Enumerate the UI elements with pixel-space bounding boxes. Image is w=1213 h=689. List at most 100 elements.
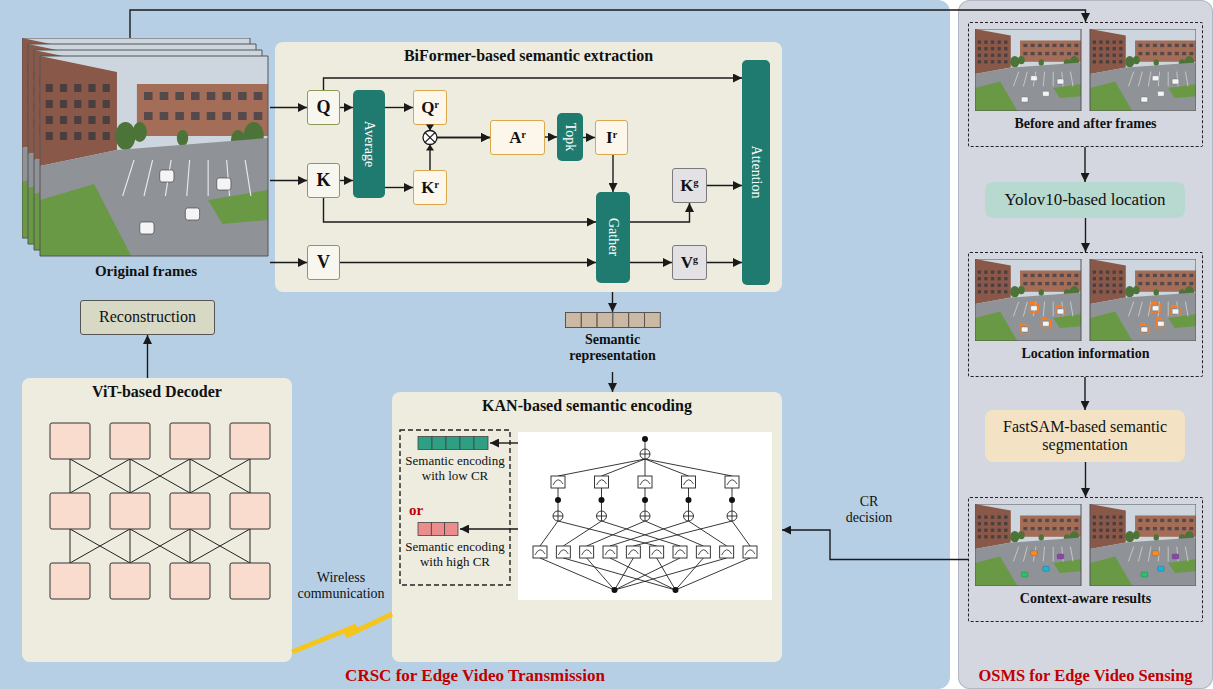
window — [1031, 274, 1035, 277]
window — [1099, 515, 1102, 518]
window — [1106, 290, 1109, 293]
network-link — [675, 558, 750, 590]
network-link — [657, 558, 676, 590]
window — [984, 54, 987, 57]
window — [207, 92, 216, 100]
window — [1106, 60, 1109, 63]
car — [217, 178, 231, 190]
parking-line — [1023, 547, 1027, 562]
car — [1043, 321, 1050, 326]
window — [1045, 52, 1049, 55]
node-text: V — [317, 252, 330, 273]
layer-link — [70, 459, 71, 493]
parking-line — [1185, 547, 1188, 562]
node-text: Kᵍ — [680, 176, 698, 196]
window — [1093, 40, 1096, 43]
window — [1045, 274, 1049, 277]
window — [984, 60, 987, 63]
node-text: K — [316, 170, 330, 191]
window — [978, 290, 981, 293]
window — [1045, 44, 1049, 47]
sum-bar — [645, 449, 646, 459]
window — [1053, 274, 1057, 277]
detection-box — [1041, 320, 1050, 328]
layer-link — [70, 529, 71, 563]
window — [1067, 52, 1071, 55]
frame-border — [975, 504, 1081, 586]
code-cell — [446, 437, 460, 450]
parking-line — [1053, 547, 1054, 562]
parking-line — [1148, 547, 1151, 562]
window — [1138, 44, 1142, 47]
flow-arrow — [270, 107, 307, 108]
layer-link — [190, 459, 250, 493]
car — [1141, 97, 1148, 102]
token-block — [230, 563, 270, 599]
activation-curve — [558, 550, 568, 555]
activation-box — [626, 546, 640, 558]
tree — [1039, 289, 1044, 296]
network-link — [540, 521, 558, 546]
activation-box — [551, 476, 565, 488]
node-text: Iʳ — [606, 128, 617, 148]
parking-lot — [1090, 63, 1196, 111]
network-link — [689, 521, 727, 546]
network-link — [602, 459, 646, 476]
car — [1172, 554, 1179, 559]
window — [1113, 284, 1116, 287]
token-block — [50, 563, 90, 599]
window — [978, 277, 981, 280]
grass — [1090, 311, 1132, 341]
activation-curve — [553, 480, 563, 485]
tree — [116, 122, 136, 150]
edge-label-holder: Wireless communication — [294, 570, 388, 602]
car — [1021, 97, 1028, 102]
window — [160, 112, 169, 120]
process-box: FastSAM-based semantic segmentation — [985, 410, 1185, 462]
node-text: Yolov10-based location — [1004, 190, 1165, 210]
layer-link — [70, 529, 130, 563]
flow-arrow — [270, 262, 307, 263]
wireless-link — [292, 614, 392, 652]
detection-box — [1151, 304, 1160, 312]
network-link — [645, 459, 689, 476]
window — [998, 535, 1001, 538]
reduced-box: Qʳ — [413, 90, 447, 125]
tree — [1010, 286, 1019, 297]
window — [1060, 52, 1064, 55]
code-cell — [445, 523, 458, 536]
video-frame — [1090, 504, 1196, 586]
layer-link — [130, 459, 131, 493]
tree — [1133, 56, 1140, 64]
car — [1141, 572, 1148, 577]
node-text: Original frames — [95, 263, 197, 280]
window — [1074, 274, 1078, 277]
parking-line — [123, 160, 134, 196]
detection-tag — [1020, 323, 1026, 325]
window — [1093, 270, 1096, 273]
window — [978, 60, 981, 63]
activation-curve — [745, 550, 755, 555]
window — [175, 112, 184, 120]
sum-node — [640, 449, 650, 459]
parking-line — [1138, 547, 1142, 562]
activation-box — [720, 546, 734, 558]
flow-arrow — [782, 530, 968, 560]
module-box: BiFormer-based semantic extractionQKVAve… — [275, 42, 782, 292]
frame-pair — [975, 259, 1196, 341]
token-block — [230, 423, 270, 459]
detection-box — [1140, 325, 1149, 333]
node-text: Q — [316, 97, 330, 118]
parking-lot — [1090, 293, 1196, 341]
window — [1182, 527, 1186, 530]
window — [978, 529, 981, 532]
parking-lot — [975, 538, 1081, 586]
network-dot — [642, 497, 648, 503]
output-arrow — [490, 442, 518, 443]
window — [1138, 274, 1142, 277]
window — [191, 92, 200, 100]
window — [1099, 522, 1102, 525]
window — [991, 522, 994, 525]
layer-link — [130, 529, 190, 563]
